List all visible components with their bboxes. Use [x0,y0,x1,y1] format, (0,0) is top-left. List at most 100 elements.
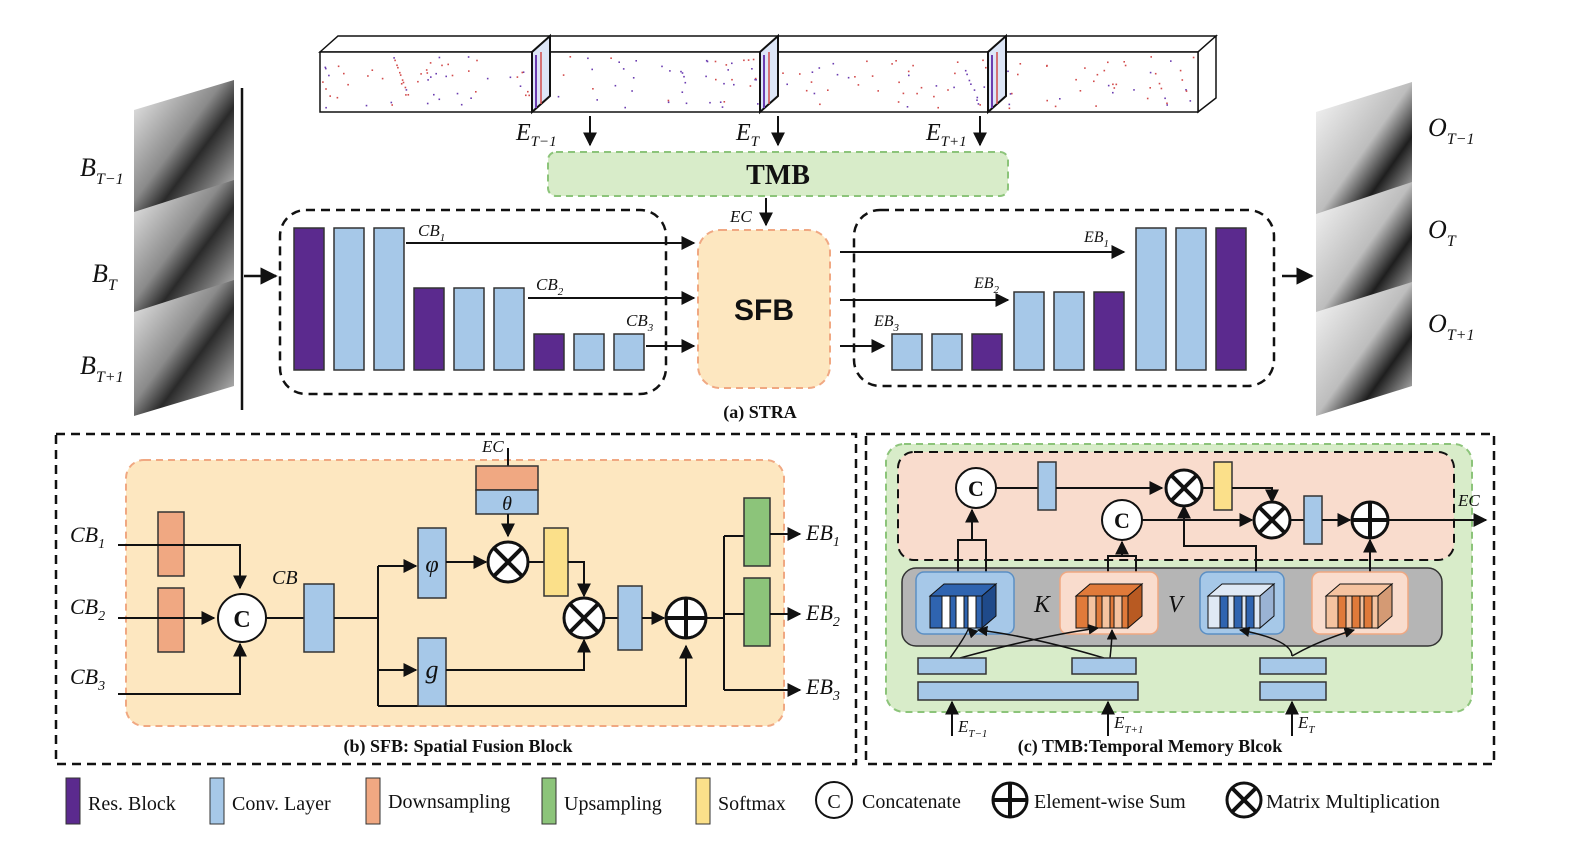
sfb-upsample-2 [743,577,771,647]
legend-sum-label: Element-wise Sum [1034,791,1186,813]
decoder-res-block-9 [1215,227,1247,371]
tmb-input-conv-1 [917,657,987,675]
legend-concat-label: Concatenate [862,791,961,813]
sfb-matmul-2 [562,596,606,640]
sfb-output-eb2: EB2 [805,600,840,630]
sfb-ec-label: EC [481,437,504,456]
legend-conv-label: Conv. Layer [232,793,331,815]
sfb-line-softmax-to-mul [568,561,591,598]
tmb-value-cube-2 [1324,582,1394,630]
legend-conv-layer: Conv. Layer [209,777,331,825]
encoder-box [278,208,668,396]
eb-arrows: EB1 EB2 EB3 [840,229,1126,353]
sfb-upsample-1 [743,497,771,567]
tmb-input-label-3: ET [1297,713,1315,736]
sfb-panel-bg [125,459,785,727]
sfb-line-residual [378,644,693,707]
event-dots [322,56,1195,110]
tmb-elementwise-sum [1350,500,1390,540]
sfb-line-g-to-mul [446,638,591,671]
input-image-t [134,180,234,314]
encoder-res-block-1 [293,227,325,371]
sfb-label: SFB [734,294,794,327]
decoder-conv-layer-5 [1053,291,1085,371]
decoder-conv-layer-7 [1135,227,1167,371]
decoder-res-block-6 [1093,291,1125,371]
sfb-input-cb2: CB2 [70,594,105,624]
sfb-output-eb3: EB3 [805,674,840,704]
legend-softmax: Softmax [695,777,786,825]
event-label-t: ET [735,120,761,150]
legend: Res. Block Conv. Layer Downsampling Upsa… [65,777,1440,825]
event-slice-t-plus-1 [987,33,1007,115]
output-image-t-plus-1 [1316,282,1412,416]
tmb-line-softmax-to-mul2 [1232,487,1279,504]
legend-up-label: Upsampling [564,793,662,815]
legend-matrix-multiplication: Matrix Multiplication [1225,781,1440,819]
event-labels: ET−1 ET ET+1 [515,116,987,150]
tmb-matmul-1 [1164,468,1204,508]
eb3-label: EB3 [873,313,900,334]
legend-soft-label: Softmax [718,793,786,815]
tmb-matmul-2 [1252,500,1292,540]
sfb-g-label: g [426,655,439,684]
sfb-phi-block [417,527,447,599]
sfb-conv-1 [303,583,335,653]
tmb-memory-region [901,567,1443,647]
encoder-blocks [293,227,645,371]
sfb-concat-glyph: C [233,607,250,633]
cb2-label: CB2 [536,275,564,298]
decoder-res-block-3 [971,333,1003,371]
tmb-k-label: K [1033,592,1052,618]
legend-concatenate: C Concatenate [815,781,961,819]
caption-stra: (a) STRA [723,402,797,423]
output-images: OT−1 OT OT+1 [1316,82,1474,416]
sfb-elementwise-sum [664,596,708,640]
legend-upsampling: Upsampling [541,777,662,825]
tmb-conv-1 [1037,461,1057,511]
event-slice-t-minus-1 [531,33,551,115]
tmb-conv-2 [1303,495,1323,545]
cb3-label: CB3 [626,311,654,334]
input-image-t-plus-1 [134,280,234,416]
encoder-conv-layer-2 [333,227,365,371]
encoder-res-block-4 [413,287,445,371]
input-images: BT−1 BT BT+1 [80,80,234,416]
tmb-concat-2-glyph: C [1114,508,1130,533]
decoder-conv-layer-8 [1175,227,1207,371]
event-stream-volume [318,33,1218,115]
cb-arrows: CB1 CB2 CB3 [406,221,696,353]
event-slice-t [759,33,779,115]
sfb-block: SFB [697,229,831,389]
decoder-conv-layer-2 [931,333,963,371]
tmb-softmax [1213,461,1233,511]
sfb-g-block [417,637,447,707]
input-label-t-plus-1: BT+1 [80,351,124,386]
output-label-t: OT [1428,215,1457,250]
caption-tmb: (c) TMB:Temporal Memory Blcok [1018,736,1282,757]
sfb-input-cb3: CB3 [70,664,105,694]
encoder-conv-layer-5 [453,287,485,371]
encoder-res-block-7 [533,333,565,371]
encoder-conv-layer-9 [613,333,645,371]
sfb-softmax [543,527,569,597]
sfb-line-cb1 [118,544,247,590]
input-image-t-minus-1 [134,80,234,214]
tmb-key-cube-1 [928,582,998,630]
tmb-route-5 [1238,626,1293,657]
sfb-line-cb3 [118,642,247,695]
tmb-input-conv-4 [1259,681,1327,701]
input-label-t-minus-1: BT−1 [80,153,124,188]
tmb-input-label-1: ET−1 [957,717,987,740]
sfb-panel-content: CB1 CB2 CB3 C CB φ g EC θ [70,437,840,707]
decoder-blocks [891,227,1247,371]
output-label-t-plus-1: OT+1 [1428,309,1474,344]
event-label-t-plus-1: ET+1 [925,120,967,150]
decoder-conv-layer-4 [1013,291,1045,371]
tmb-input-conv-2 [1071,657,1137,675]
tmb-panel-content: C C EC [915,461,1488,740]
encoder-conv-layer-8 [573,333,605,371]
encoder-conv-layer-6 [493,287,525,371]
output-image-t-minus-1 [1316,82,1412,218]
